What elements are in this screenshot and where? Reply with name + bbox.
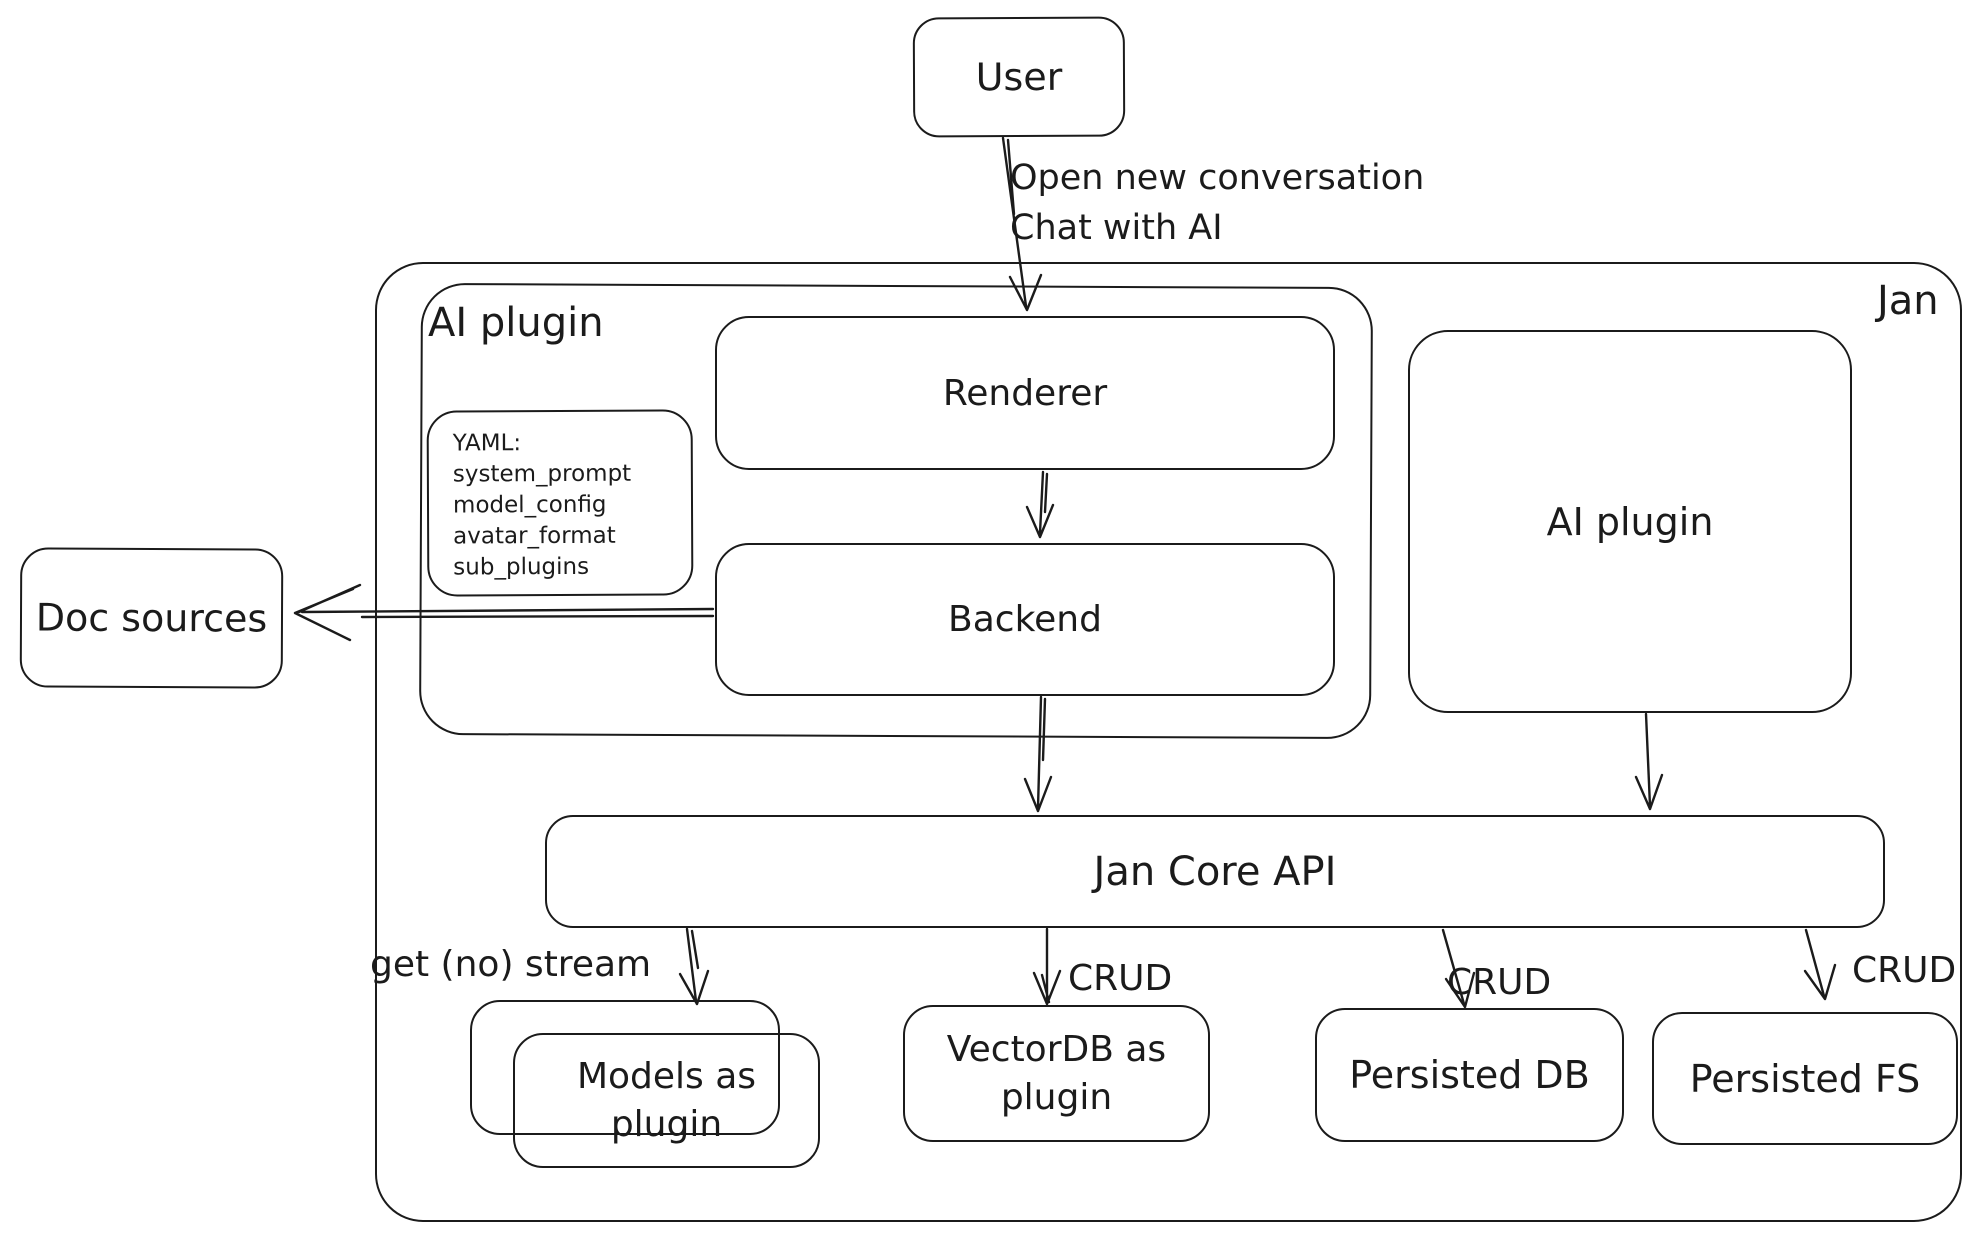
node-vectordb-as-plugin: VectorDB as plugin [903,1005,1210,1142]
node-backend: Backend [715,543,1335,696]
node-jan-core-api-label: Jan Core API [1093,848,1337,895]
yaml-line: model_config [452,491,607,519]
node-user: User [912,16,1126,138]
node-persisted-db: Persisted DB [1315,1008,1624,1142]
container-ai-plugin-label: AI plugin [428,300,604,346]
node-models-as-plugin-label: Models as plugin [576,1055,757,1145]
edge-label-crud-persisted-fs: CRUD [1852,950,1957,991]
edge-label-chat-with-ai: Chat with AI [1010,208,1223,248]
yaml-line: avatar_format [453,522,616,550]
node-user-label: User [975,54,1063,100]
yaml-line: YAML: [452,430,522,457]
node-persisted-db-label: Persisted DB [1349,1053,1590,1097]
node-ai-plugin-right-label: AI plugin [1546,499,1714,544]
node-jan-core-api: Jan Core API [545,815,1885,928]
node-persisted-fs-label: Persisted FS [1689,1056,1921,1101]
node-doc-sources-label: Doc sources [35,595,268,641]
edge-label-crud-vectordb: CRUD [1068,958,1173,999]
node-models-outer-box [470,1000,780,1135]
node-renderer: Renderer [715,316,1335,470]
yaml-line: system_prompt [452,460,632,488]
node-ai-plugin-right: AI plugin [1408,330,1852,713]
edge-label-get-no-stream: get (no) stream [370,944,652,985]
node-persisted-fs: Persisted FS [1652,1012,1958,1145]
container-jan-label: Jan [1877,278,1939,324]
node-renderer-label: Renderer [942,372,1108,414]
yaml-line: sub_plugins [453,553,590,581]
yaml-note: YAML: system_prompt model_config avatar_… [426,409,694,597]
node-vectordb-as-plugin-label: VectorDB as plugin [946,1028,1167,1118]
edge-label-crud-persisted-db: CRUD [1447,962,1552,1003]
node-models-as-plugin: Models as plugin [513,1033,820,1168]
edge-label-open-conversation: Open new conversation [1010,158,1425,198]
node-backend-label: Backend [948,599,1102,640]
node-doc-sources: Doc sources [19,547,284,689]
container-jan [375,262,1962,1222]
